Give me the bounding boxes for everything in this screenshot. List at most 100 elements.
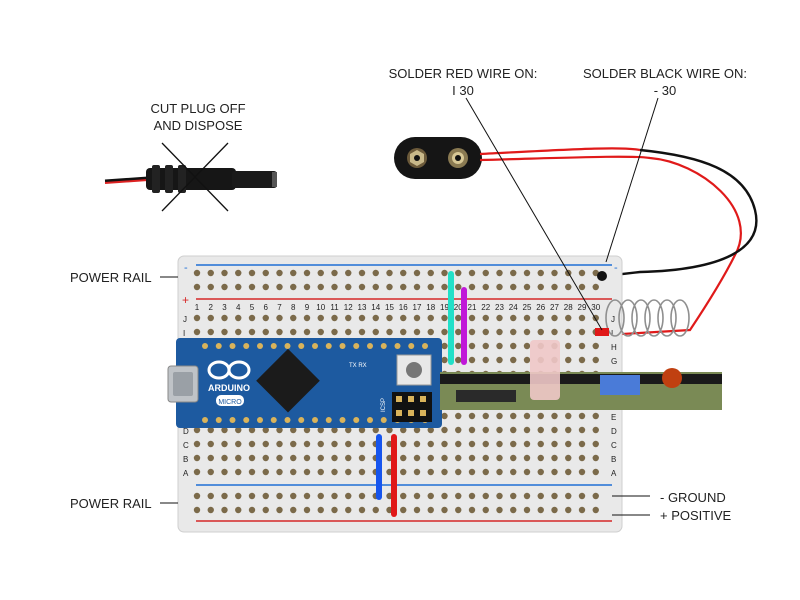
rail-hole — [578, 269, 586, 277]
rail-hole — [510, 283, 517, 291]
grid-hole — [523, 426, 531, 434]
power-rail-bottom-label: POWER RAIL — [70, 496, 152, 511]
rail-hole — [317, 283, 324, 291]
rail-hole — [565, 283, 572, 291]
rail-hole — [290, 506, 297, 514]
rail-hole — [317, 506, 324, 514]
rail-hole — [276, 506, 283, 514]
rail-hole — [331, 283, 338, 291]
grid-hole — [523, 356, 531, 364]
rail-hole — [317, 269, 324, 277]
grid-hole — [482, 468, 489, 476]
column-label: 20 — [454, 303, 463, 312]
grid-hole — [413, 314, 421, 322]
rail-hole — [221, 492, 228, 500]
rail-hole — [592, 506, 599, 514]
column-label: 15 — [385, 303, 394, 312]
grid-hole — [482, 342, 489, 350]
grid-hole — [303, 468, 311, 476]
grid-hole — [235, 426, 242, 434]
column-label: 16 — [399, 303, 408, 312]
grid-hole — [441, 328, 448, 336]
grid-hole — [537, 440, 544, 448]
model-badge — [216, 395, 244, 406]
rail-hole — [345, 492, 352, 500]
column-label: 5 — [250, 303, 255, 312]
black-wire-end — [597, 271, 607, 281]
grid-hole — [400, 328, 407, 336]
grid-hole — [578, 314, 586, 322]
grid-hole — [510, 412, 517, 420]
column-label: 1 — [195, 303, 200, 312]
grid-hole — [386, 328, 393, 336]
column-label: 27 — [550, 303, 559, 312]
arduino-pin — [202, 343, 208, 349]
grid-hole — [331, 328, 338, 336]
rail-hole — [441, 492, 448, 500]
rail-hole — [413, 283, 421, 291]
rail-hole — [400, 506, 407, 514]
row-label: G — [611, 357, 617, 366]
grid-hole — [221, 454, 228, 462]
grid-hole — [523, 468, 531, 476]
rail-hole — [427, 283, 434, 291]
grid-hole — [317, 454, 324, 462]
grid-hole — [441, 356, 448, 364]
grid-hole — [523, 412, 531, 420]
grid-hole — [372, 314, 379, 322]
grid-hole — [235, 314, 242, 322]
rail-hole — [565, 506, 572, 514]
grid-hole — [510, 342, 517, 350]
grid-hole — [413, 468, 421, 476]
column-label: 9 — [305, 303, 310, 312]
row-label: J — [611, 315, 615, 324]
grid-hole — [510, 314, 517, 322]
rail-hole — [496, 492, 503, 500]
rail-hole — [358, 506, 366, 514]
arduino-model: MICRO — [218, 399, 242, 406]
rail-hole — [565, 492, 572, 500]
grid-hole — [468, 314, 476, 322]
grid-hole — [565, 440, 572, 448]
grid-hole — [565, 426, 572, 434]
rail-hole — [427, 269, 434, 277]
rail-hole — [372, 269, 379, 277]
grid-hole — [276, 440, 283, 448]
grid-hole — [523, 314, 531, 322]
battery-red-wire — [479, 147, 641, 156]
arduino-pin — [243, 417, 250, 423]
grid-hole — [537, 314, 544, 322]
grid-hole — [207, 440, 214, 448]
rail-hole — [372, 506, 379, 514]
grid-hole — [537, 328, 544, 336]
grid-hole — [331, 426, 338, 434]
row-label: A — [611, 469, 617, 478]
rail-hole — [413, 492, 421, 500]
arduino-pin — [270, 417, 277, 423]
rail-hole — [468, 269, 476, 277]
rail-hole — [427, 492, 434, 500]
rail-hole — [441, 269, 448, 277]
rail-hole — [262, 492, 269, 500]
rail-hole — [317, 492, 324, 500]
grid-hole — [262, 440, 269, 448]
rail-hole — [262, 283, 269, 291]
rail-hole — [482, 506, 489, 514]
grid-hole — [468, 412, 476, 420]
grid-hole — [317, 468, 324, 476]
grid-hole — [510, 356, 517, 364]
rail-hole — [482, 269, 489, 277]
arduino-micro: ARDUINO MICRO TX RX ICSP — [167, 338, 442, 428]
rail-hole — [468, 492, 476, 500]
grid-hole — [455, 412, 462, 420]
rail-hole — [221, 283, 228, 291]
solder-black-line2: - 30 — [653, 83, 677, 98]
grid-hole — [578, 426, 586, 434]
grid-hole — [537, 412, 544, 420]
grid-hole — [510, 468, 517, 476]
arduino-pin — [284, 417, 291, 423]
grid-hole — [482, 412, 489, 420]
rail-hole — [207, 283, 214, 291]
grid-hole — [276, 468, 283, 476]
rail-hole — [235, 506, 242, 514]
